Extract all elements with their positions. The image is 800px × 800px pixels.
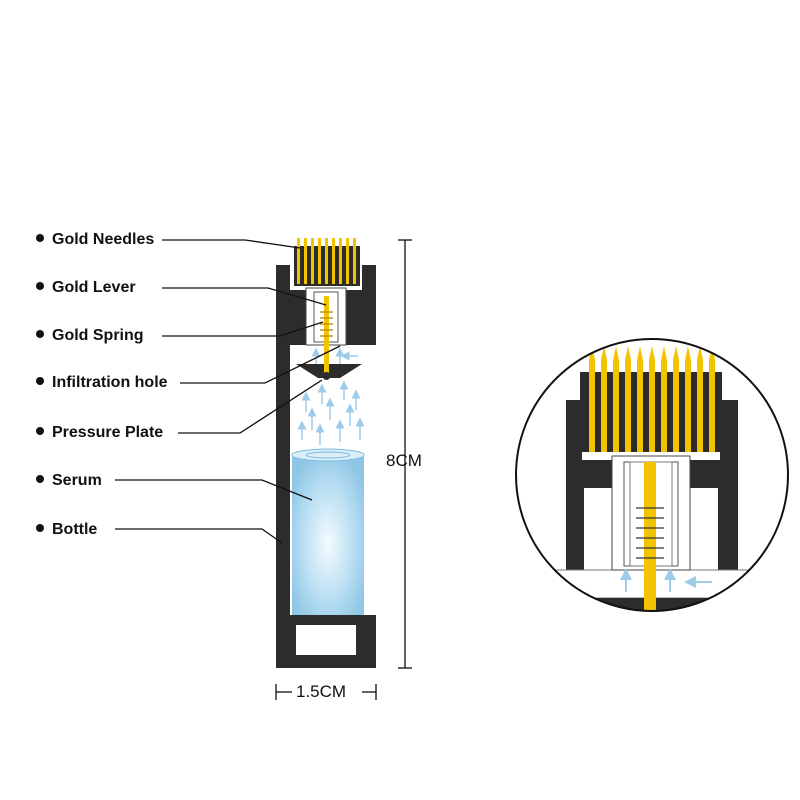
bullet-icon <box>36 474 44 483</box>
gold-lever <box>322 296 331 380</box>
label-pressure-plate: Pressure Plate <box>36 422 163 444</box>
label-text: Infiltration hole <box>52 374 168 391</box>
width-dimension-label: 1.5CM <box>296 682 347 701</box>
bullet-icon <box>36 376 44 385</box>
label-text: Gold Spring <box>52 327 144 344</box>
label-text: Bottle <box>52 521 98 538</box>
gold-spring <box>320 311 333 337</box>
label-text: Serum <box>52 472 102 489</box>
gold-needles <box>294 238 360 286</box>
width-dimension <box>275 684 377 700</box>
label-gold-lever: Gold Lever <box>36 277 136 299</box>
label-text: Gold Needles <box>52 231 155 248</box>
label-text: Gold Lever <box>52 279 136 296</box>
height-dimension-label: 8CM <box>386 451 422 470</box>
bullet-icon <box>36 426 44 435</box>
label-gold-needles: Gold Needles <box>36 229 154 251</box>
bullet-icon <box>36 523 44 532</box>
height-dimension <box>398 239 412 669</box>
bullet-icon <box>36 281 44 290</box>
label-infiltration-hole: Infiltration hole <box>36 372 168 394</box>
bullet-icon <box>36 329 44 338</box>
label-serum: Serum <box>36 470 102 492</box>
label-text: Pressure Plate <box>52 424 164 441</box>
leader-lines <box>115 239 341 544</box>
label-bottle: Bottle <box>36 519 97 541</box>
flow-arrows <box>297 347 365 445</box>
magnified-detail <box>515 338 789 612</box>
label-gold-spring: Gold Spring <box>36 325 144 347</box>
bullet-icon <box>36 233 44 242</box>
serum <box>291 448 365 615</box>
